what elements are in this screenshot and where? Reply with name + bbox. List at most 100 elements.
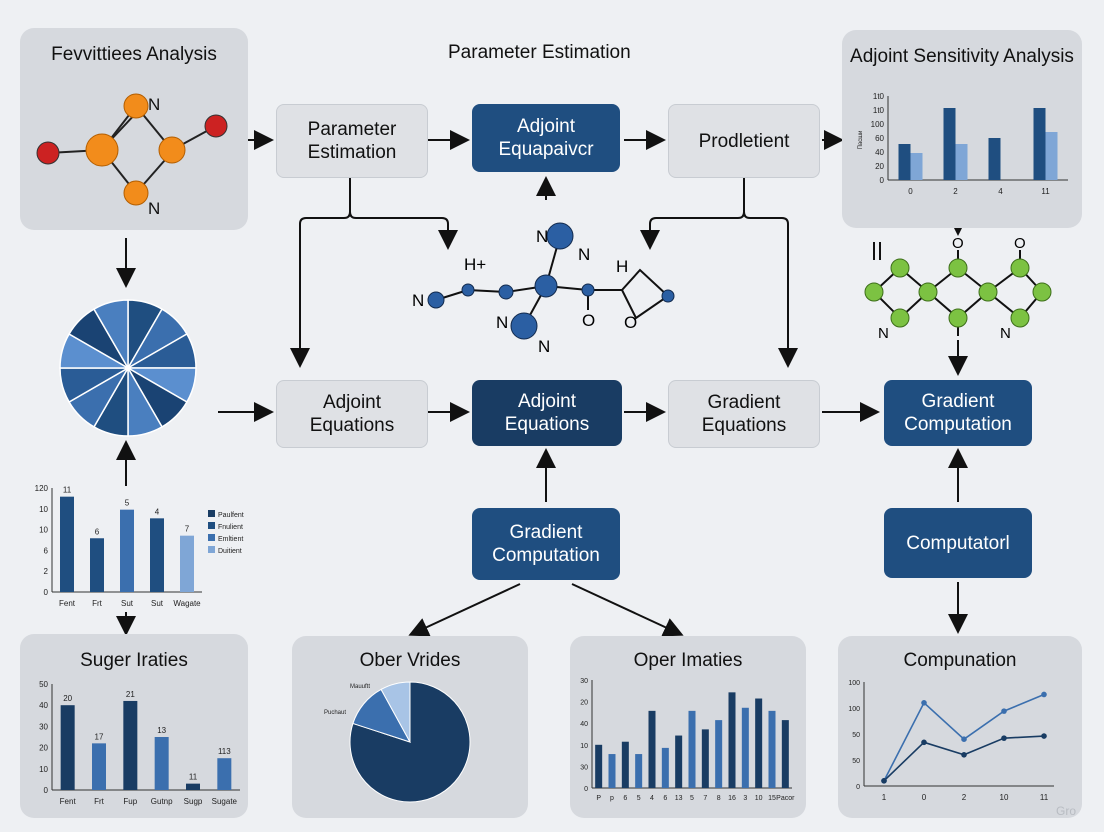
y-tick-label: 20 [580, 700, 588, 707]
x-tick-label: 10 [755, 795, 763, 802]
bar [90, 538, 104, 592]
x-tick-label: Pacor [776, 795, 795, 802]
atom-label: N [1000, 325, 1011, 342]
x-tick-label: Wagate [173, 599, 201, 608]
x-tick-label: Sut [121, 599, 134, 608]
y-tick-label: 100 [848, 680, 860, 687]
x-tick-label: p [610, 795, 614, 802]
x-tick-label: Sugate [212, 797, 238, 806]
y-tick-label: 60 [875, 134, 884, 143]
gradient-computation-right-box[interactable]: Gradient Computation [884, 380, 1032, 446]
bar [217, 758, 232, 790]
atom-label: N [878, 325, 889, 342]
y-tick-label: 0 [44, 588, 49, 597]
series-line [883, 735, 1045, 782]
x-tick-label: 13 [675, 795, 683, 802]
x-tick-label: 5 [690, 795, 694, 802]
bar [608, 754, 616, 788]
atom-label: O [870, 253, 871, 255]
y-axis-label: Пасши [858, 131, 864, 150]
x-tick-label: 2 [962, 793, 967, 802]
y-tick-label: 10 [580, 743, 588, 750]
y-tick-label: 30 [39, 722, 48, 731]
x-tick-label: Frt [92, 599, 103, 608]
bar [781, 720, 789, 788]
oper-panel-title: Oper Imaties [633, 650, 743, 671]
atom-label: N [496, 313, 508, 332]
bar [123, 700, 138, 790]
y-tick-label: 50 [852, 758, 860, 765]
x-tick-label: Gutnp [151, 797, 173, 806]
x-tick-label: 1 [882, 793, 887, 802]
bar [648, 710, 656, 788]
x-tick-label: Frt [94, 797, 105, 806]
adjoint-equapaivcr-box[interactable]: Adjoint Equapaivcr [472, 104, 620, 172]
bar [910, 153, 923, 180]
y-tick-label: 120 [35, 484, 49, 493]
atom-label: O [582, 311, 595, 330]
pie-slice [92, 299, 129, 371]
x-tick-label: 6 [623, 795, 627, 802]
segmented-pie-chart [59, 299, 197, 437]
gradient-computation-center-box[interactable]: Gradient Computation [472, 508, 620, 580]
data-point [881, 778, 887, 784]
param-estimation-box[interactable]: Parameter Estimation [276, 104, 428, 178]
data-label: 11 [189, 773, 198, 782]
bar [1033, 108, 1046, 180]
adjoint-equations-light-box[interactable]: Adjoint Equations [276, 380, 428, 448]
atom-label: O [1014, 235, 1026, 252]
data-label: 5 [125, 499, 130, 508]
atom-label: N [538, 337, 550, 356]
arrow-prod-to-molecule [640, 211, 745, 250]
atom-label: N [148, 95, 160, 114]
bar [60, 496, 74, 592]
data-point [1041, 733, 1047, 739]
prodletient-box[interactable]: Prodletient [668, 104, 820, 178]
molecule-green: O O O N N [864, 235, 1052, 342]
data-point [961, 752, 967, 758]
bar [1045, 132, 1058, 180]
data-label: 6 [95, 527, 100, 536]
bar [955, 144, 968, 180]
legend-label: Duitient [218, 548, 242, 555]
bar [120, 509, 134, 592]
legend-swatch [208, 522, 215, 529]
atom-label: N [412, 291, 424, 310]
y-tick-label: 40 [580, 721, 588, 728]
bar [715, 720, 723, 788]
legend-swatch [208, 546, 215, 553]
gradient-equations-box[interactable]: Gradient Equations [668, 380, 820, 448]
adjoint-equations-dark-box[interactable]: Adjoint Equations [472, 380, 622, 446]
legend-swatch [208, 534, 215, 541]
y-tick-label: 0 [856, 784, 860, 791]
legend-label: Emltient [218, 536, 243, 543]
page-title: Parameter Estimation [448, 42, 631, 63]
arrow-gradient-to-oper [571, 583, 684, 637]
y-tick-label: 0 [880, 176, 885, 185]
y-tick-label: 50 [852, 732, 860, 739]
x-tick-label: 11 [1040, 793, 1049, 802]
x-tick-label: 11 [1041, 187, 1050, 196]
bar [898, 144, 911, 180]
x-tick-label: Fent [60, 797, 77, 806]
x-tick-label: Sut [151, 599, 164, 608]
bar [154, 737, 169, 790]
left-bar-chart: 120101062011Fent6Frt5Sut4Sut7WagatePaulf… [35, 484, 244, 608]
x-tick-label: 4 [650, 795, 654, 802]
bar [943, 108, 956, 180]
atom-label: O [624, 313, 637, 332]
x-tick-label: 2 [953, 187, 958, 196]
watermark: Gro [1056, 804, 1077, 818]
y-tick-label: 2 [44, 567, 49, 576]
computatorl-box[interactable]: Computatorl [884, 508, 1032, 578]
bar [701, 729, 709, 788]
y-tick-label: 20 [39, 744, 48, 753]
arrow-param-to-molecule [349, 211, 458, 250]
y-tick-label: 0 [44, 786, 49, 795]
x-tick-label: 3 [743, 795, 747, 802]
